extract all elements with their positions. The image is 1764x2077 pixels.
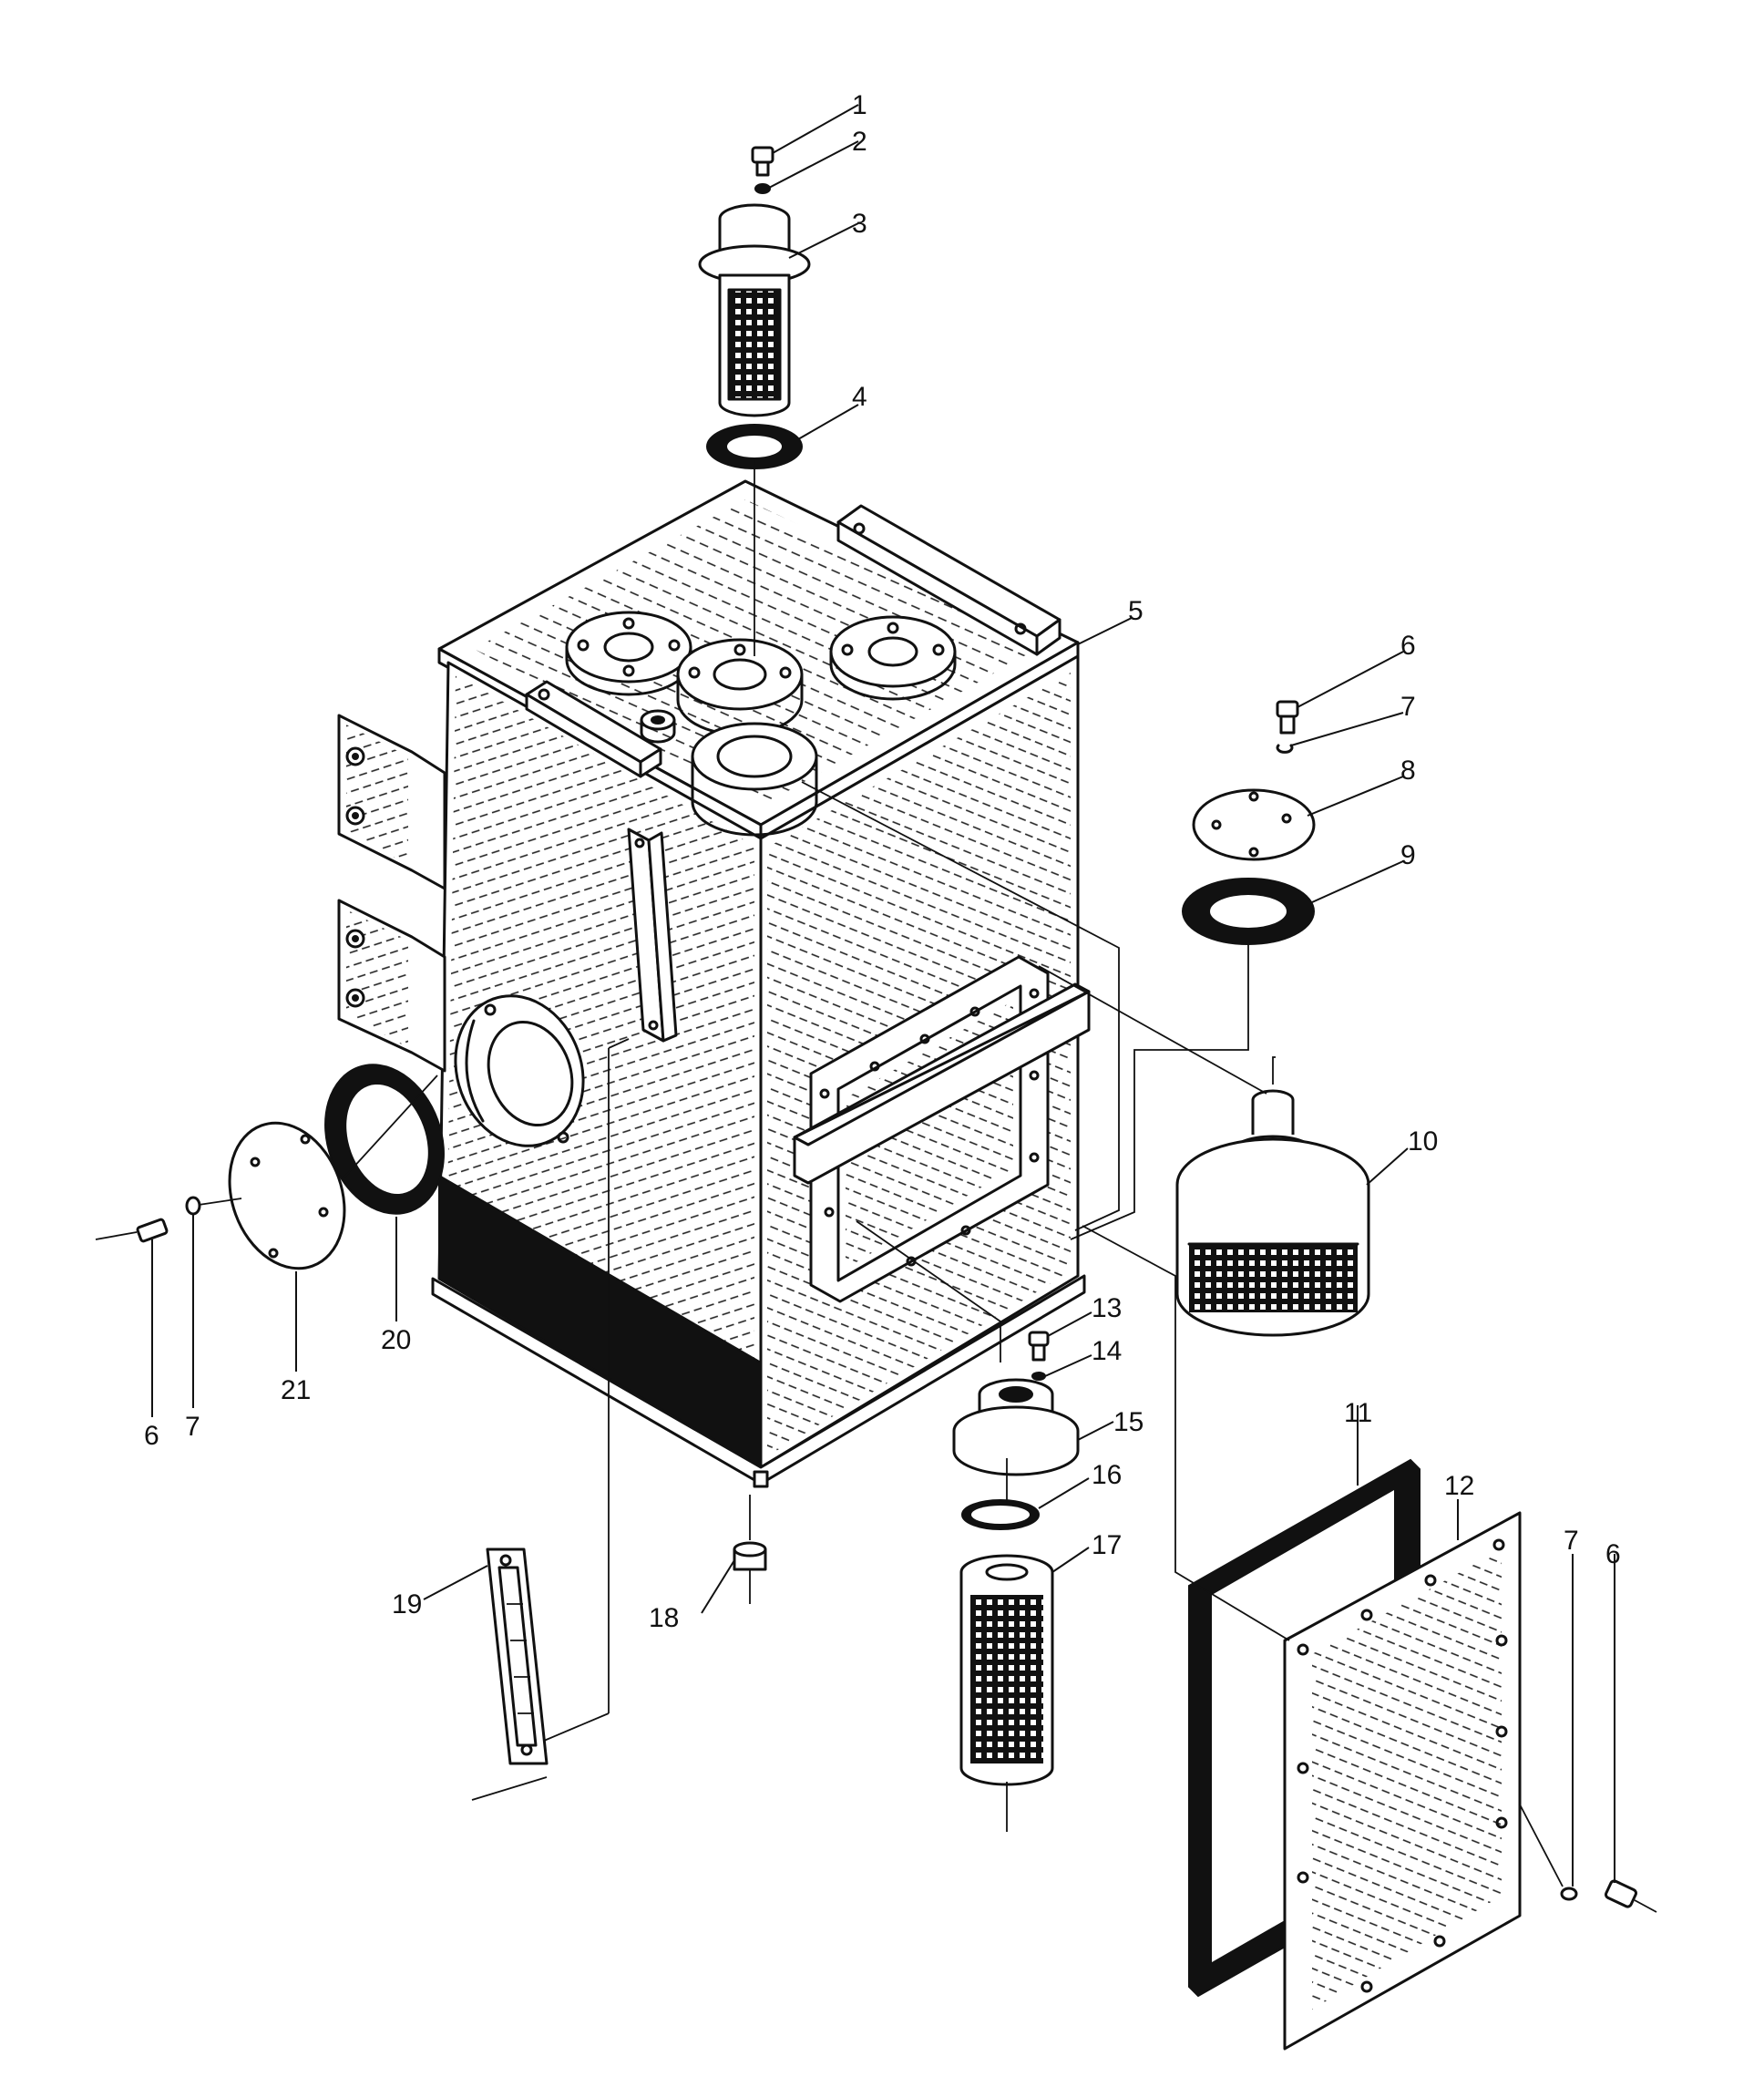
leader-lines: [95, 104, 1657, 1913]
callout-10: 10: [1408, 1126, 1438, 1157]
callout-7-top-right: 7: [1400, 692, 1416, 722]
callout-1: 1: [852, 90, 867, 120]
part-1-screw: [751, 146, 774, 177]
top-flange-right: [829, 615, 957, 701]
callout-20: 20: [381, 1325, 411, 1355]
part-21-cover-plate: [228, 1121, 346, 1270]
mounting-bracket-upper: [337, 714, 446, 890]
callout-7-bottom-right: 7: [1564, 1526, 1579, 1556]
callout-3: 3: [852, 209, 867, 239]
callout-2: 2: [852, 127, 867, 157]
part-15-filter-head: [952, 1378, 1080, 1476]
callout-labels: 1 2 3 4 5 6 7 8 9 10 11 12 7 6 13 14 15 …: [144, 90, 1621, 1633]
callout-9: 9: [1400, 840, 1416, 870]
part-17-return-filter: [959, 1554, 1054, 1786]
top-small-plug: [640, 709, 676, 744]
part-6-screw-right-bottom: [1604, 1879, 1638, 1908]
part-16-o-ring: [961, 1499, 1040, 1530]
side-port-flange: [454, 994, 585, 1147]
part-7-washer-left: [185, 1196, 201, 1216]
callout-8: 8: [1400, 756, 1416, 786]
callout-6-left: 6: [144, 1421, 159, 1451]
part-3-breather-filter: [698, 203, 811, 417]
tank-base-rim: [431, 1274, 1086, 1486]
callout-6-bottom-right: 6: [1605, 1539, 1621, 1569]
callout-21: 21: [281, 1375, 311, 1405]
top-rail-back: [836, 504, 1061, 656]
part-9-gasket: [1182, 878, 1315, 945]
part-2-washer: [754, 183, 771, 194]
part-13-screw: [1028, 1331, 1050, 1362]
top-flange-left: [565, 611, 692, 696]
mounting-bracket-lower: [337, 899, 446, 1073]
callout-19: 19: [392, 1589, 422, 1619]
callout-12: 12: [1444, 1471, 1474, 1501]
callout-18: 18: [649, 1603, 679, 1633]
callout-4: 4: [852, 382, 867, 412]
callout-5: 5: [1128, 596, 1144, 626]
part-18-drain-plug: [733, 1541, 767, 1571]
callout-11: 11: [1344, 1398, 1372, 1428]
part-4-gasket: [706, 424, 803, 656]
part-14-washer: [1031, 1372, 1046, 1381]
callout-14: 14: [1092, 1336, 1122, 1366]
callout-15: 15: [1113, 1407, 1144, 1437]
part-8-cover-plate: [1192, 788, 1316, 861]
callout-16: 16: [1092, 1460, 1122, 1490]
top-rail-front: [525, 680, 662, 778]
part-7-washer-right-top: [1276, 744, 1294, 754]
callout-17: 17: [1092, 1530, 1122, 1560]
part-6-screw-right-top: [1276, 700, 1299, 735]
part-7-washer-right-bottom: [1560, 1887, 1578, 1901]
part-6-screw-left: [136, 1218, 169, 1243]
top-port-collar: [691, 722, 818, 837]
part-10-suction-filter: [1175, 1089, 1370, 1337]
callout-7-left: 7: [185, 1412, 200, 1442]
level-gauge-mount: [627, 828, 678, 1043]
part-19-level-gauge: [486, 1547, 549, 1765]
part-12-inspection-cover: [1283, 1511, 1522, 2051]
inspection-opening-frame: [793, 955, 1091, 1303]
callout-6-top-right: 6: [1400, 631, 1416, 661]
callout-13: 13: [1092, 1293, 1122, 1323]
